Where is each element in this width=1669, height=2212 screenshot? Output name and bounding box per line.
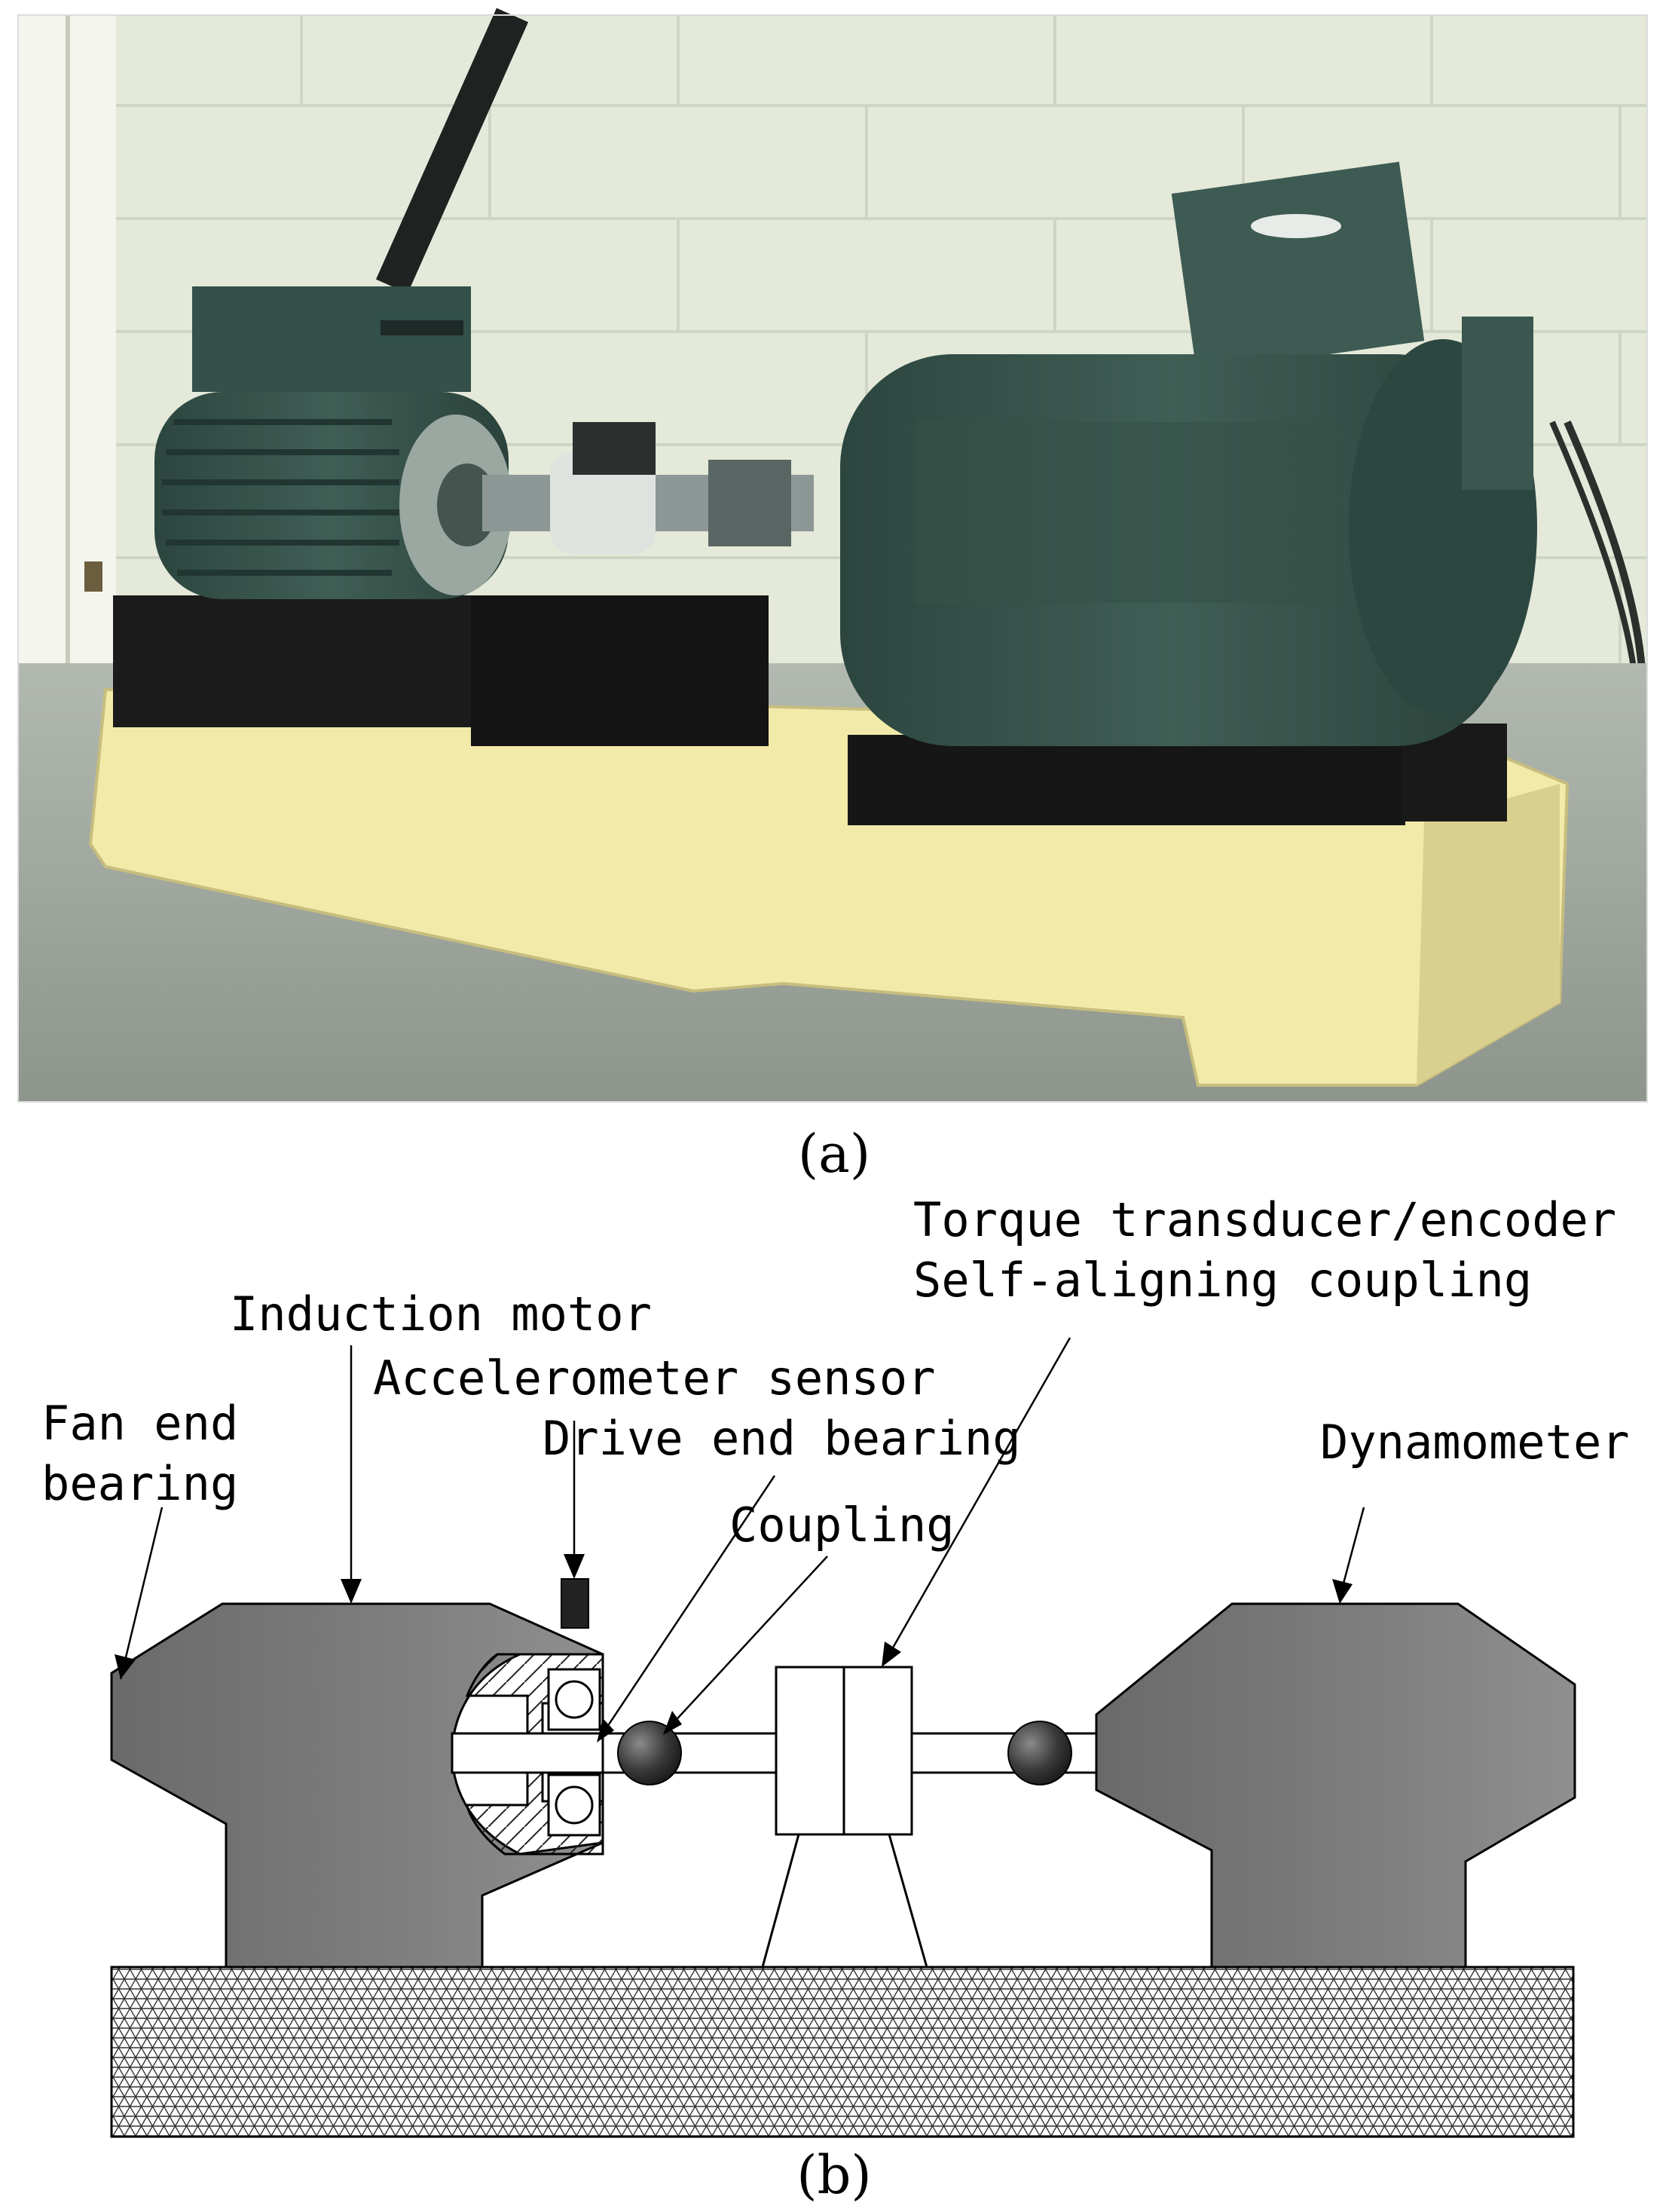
floor-base-hatch — [110, 1966, 1575, 2138]
torque-pad — [471, 595, 769, 746]
coupling-right — [1007, 1721, 1072, 1785]
leader-lines — [119, 1337, 1365, 1734]
dynamometer-body — [1095, 1602, 1576, 1969]
photo-dynamometer — [840, 161, 1537, 746]
photo-test-rig — [17, 8, 1648, 1103]
coupling-left — [617, 1721, 682, 1785]
schematic-diagram: Torque transducer/encoder Self-aligning … — [41, 1192, 1630, 2138]
photo-induction-motor — [154, 286, 512, 599]
label-self-aligning-coupling: Self-aligning coupling — [913, 1253, 1532, 1308]
photo-shaft-assembly — [482, 422, 814, 554]
label-fan-end-bearing-2: bearing — [41, 1456, 238, 1511]
label-coupling: Coupling — [729, 1498, 955, 1553]
torque-transducer-block — [761, 1666, 928, 1968]
label-accelerometer: Accelerometer sensor — [373, 1351, 936, 1406]
leader-arrowheads — [115, 1554, 1353, 1742]
accelerometer-sensor — [561, 1578, 589, 1629]
motor-pad — [113, 595, 505, 727]
caption-a: (a) — [798, 1123, 870, 1185]
label-drive-end-bearing: Drive end bearing — [543, 1411, 1021, 1466]
label-dynamometer: Dynamometer — [1320, 1415, 1630, 1470]
label-fan-end-bearing-1: Fan end — [41, 1396, 238, 1451]
label-induction-motor: Induction motor — [230, 1287, 652, 1342]
caption-b: (b) — [796, 2144, 871, 2206]
cable — [375, 8, 529, 294]
dyno-pad — [848, 735, 1405, 825]
drive-end-bearing — [547, 1668, 601, 1837]
label-torque-transducer: Torque transducer/encoder — [913, 1192, 1616, 1247]
